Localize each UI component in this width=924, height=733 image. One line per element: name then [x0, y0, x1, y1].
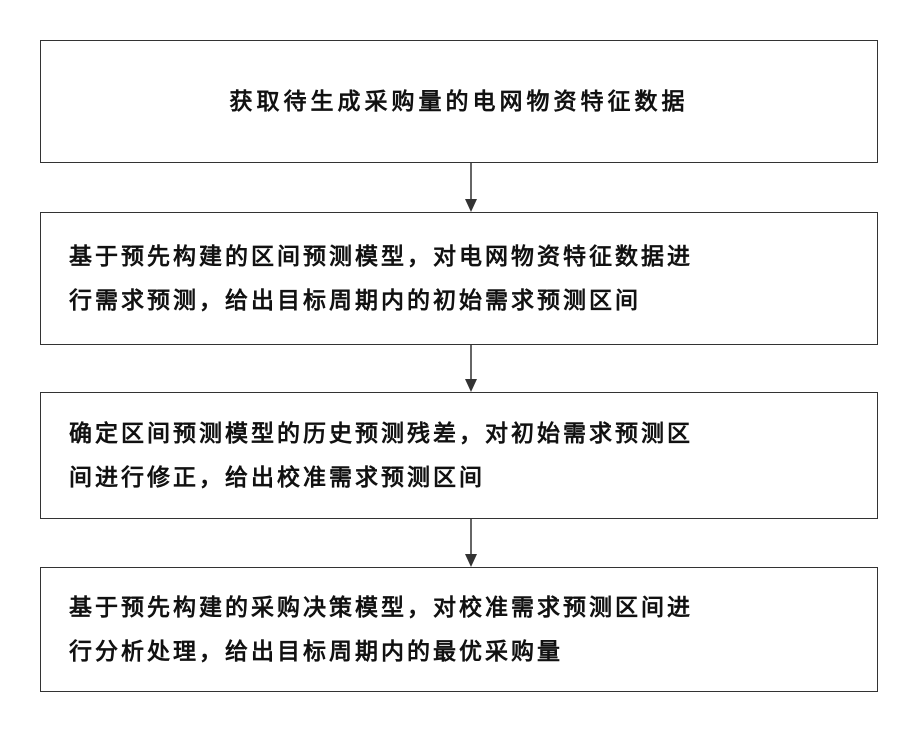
- flow-step-1-text: 获取待生成采购量的电网物资特征数据: [230, 80, 689, 124]
- flow-step-4-box: 基于预先构建的采购决策模型，对校准需求预测区间进 行分析处理，给出目标周期内的最…: [40, 567, 878, 692]
- flow-arrow-down-icon: [461, 163, 481, 212]
- flow-step-2-box: 基于预先构建的区间预测模型，对电网物资特征数据进 行需求预测，给出目标周期内的初…: [40, 212, 878, 345]
- flow-step-3-text: 确定区间预测模型的历史预测残差，对初始需求预测区 间进行修正，给出校准需求预测区…: [41, 412, 693, 500]
- flow-step-4-text: 基于预先构建的采购决策模型，对校准需求预测区间进 行分析处理，给出目标周期内的最…: [41, 586, 693, 674]
- flow-arrow-down-icon: [461, 519, 481, 567]
- flow-step-2-text: 基于预先构建的区间预测模型，对电网物资特征数据进 行需求预测，给出目标周期内的初…: [41, 235, 693, 323]
- flow-step-1-box: 获取待生成采购量的电网物资特征数据: [40, 40, 878, 163]
- flow-arrow-down-icon: [461, 345, 481, 392]
- flow-step-3-box: 确定区间预测模型的历史预测残差，对初始需求预测区 间进行修正，给出校准需求预测区…: [40, 392, 878, 519]
